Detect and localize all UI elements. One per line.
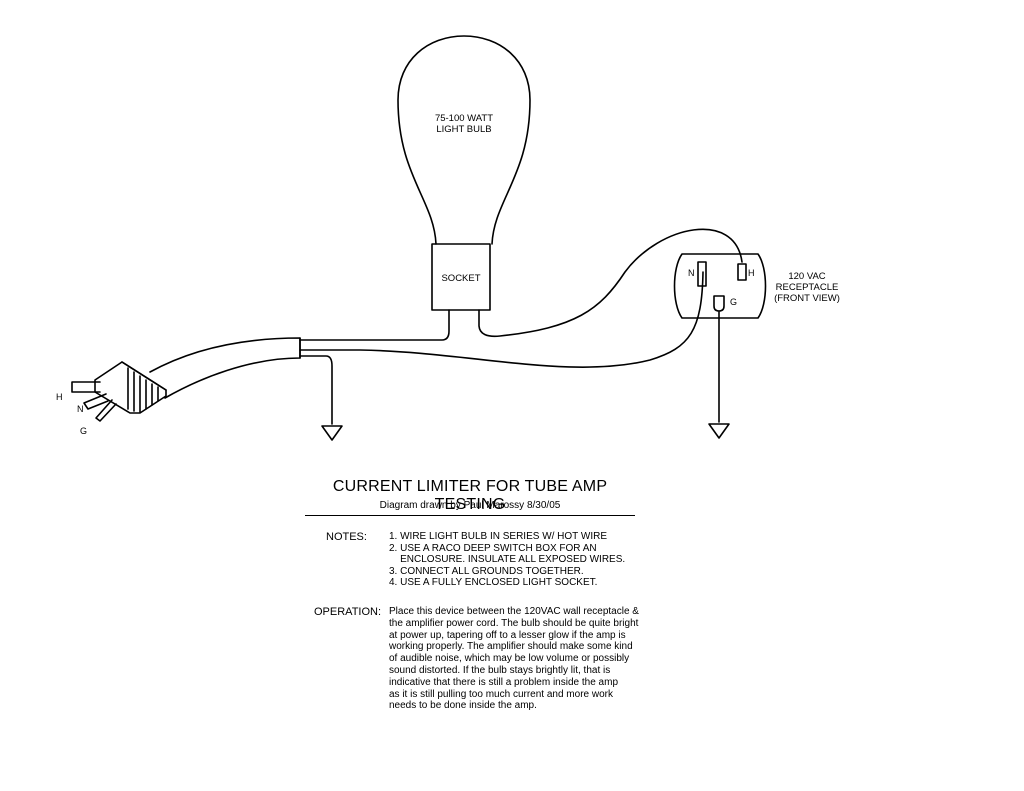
plug-g-label: G — [80, 426, 87, 436]
note-item: 2. USE A RACO DEEP SWITCH BOX FOR AN ENC… — [389, 542, 626, 566]
wire-socket-to-receptacle-hot — [478, 228, 743, 338]
wire-plug-ground — [299, 355, 333, 425]
receptacle — [673, 253, 767, 319]
wiring-diagram: 75-100 WATT LIGHT BULB SOCKET N H G 120 … — [56, 35, 840, 441]
note-item: 3. CONNECT ALL GROUNDS TOGETHER. — [389, 565, 584, 577]
note-item: 1. WIRE LIGHT BULB IN SERIES W/ HOT WIRE — [389, 531, 607, 542]
diagram-title: CURRENT LIMITER FOR TUBE AMP TESTING — [305, 478, 635, 516]
receptacle-label-line2: RECEPTACLE — [776, 282, 839, 293]
plug-h-label: H — [56, 392, 63, 402]
diagram-byline: Diagram drawn by Paul Marossy 8/30/05 — [379, 500, 561, 511]
operation-text: Place this device between the 120VAC wal… — [389, 606, 639, 712]
receptacle-g-label: G — [730, 297, 737, 307]
wire-neutral-to-receptacle — [299, 271, 704, 368]
socket-box — [431, 243, 491, 311]
receptacle-slot-hot — [737, 263, 747, 281]
plug-n-label: N — [77, 404, 84, 414]
ground-symbol-receptacle — [708, 423, 730, 439]
plug-prong-ground — [95, 399, 117, 422]
socket-label: SOCKET — [441, 273, 480, 284]
notes-list: 1. WIRE LIGHT BULB IN SERIES W/ HOT WIRE… — [389, 531, 625, 589]
bulb-label-line2: LIGHT BULB — [436, 124, 491, 135]
power-cord-jacket — [149, 337, 301, 399]
receptacle-slot-neutral — [697, 261, 707, 287]
receptacle-label-line1: 120 VAC — [788, 271, 825, 282]
note-item: 4. USE A FULLY ENCLOSED LIGHT SOCKET. — [389, 577, 598, 588]
plug — [71, 361, 167, 422]
notes-label: NOTES: — [326, 531, 367, 543]
receptacle-label-line3: (FRONT VIEW) — [774, 293, 840, 304]
operation-label: OPERATION: — [314, 606, 382, 618]
plug-prong-hot — [71, 381, 101, 393]
receptacle-n-label: N — [688, 268, 695, 278]
bulb-label-line1: 75-100 WATT — [435, 113, 493, 124]
receptacle-h-label: H — [748, 268, 755, 278]
plug-prong-neutral — [83, 393, 109, 410]
light-bulb — [397, 35, 531, 245]
wire-hot-to-socket — [299, 309, 450, 341]
receptacle-slot-ground — [713, 295, 725, 312]
ground-symbol-plug — [321, 425, 343, 441]
